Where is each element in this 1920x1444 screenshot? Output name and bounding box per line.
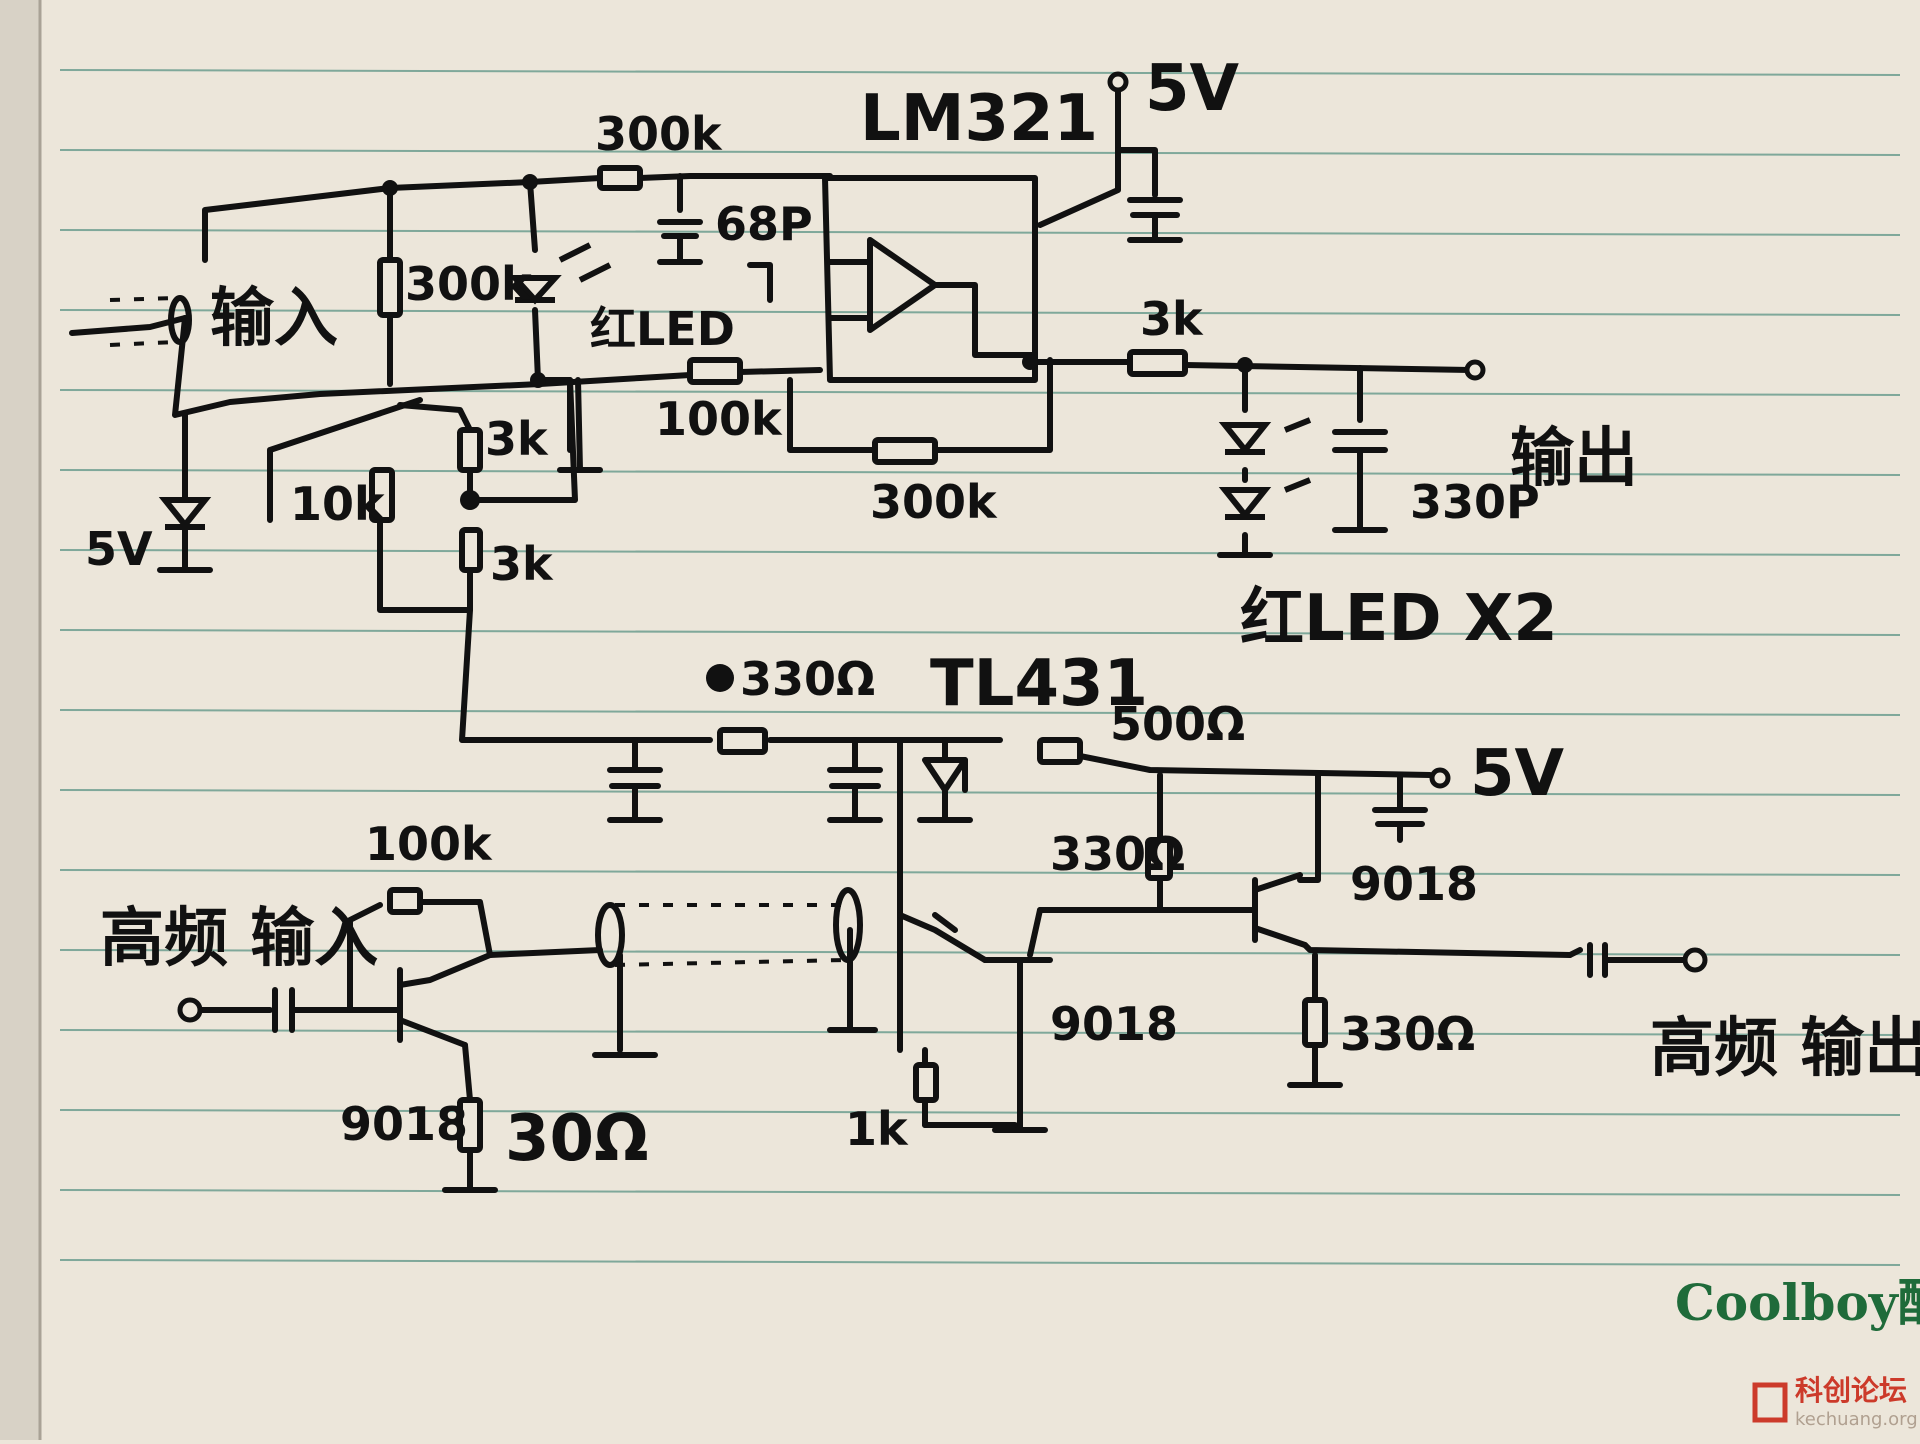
label-3k-a: 3k (485, 412, 549, 466)
label-300k-top: 300k (595, 107, 723, 161)
label-330-a: 330Ω (740, 652, 875, 706)
coax-ends (168, 295, 863, 968)
label-330-c: 330Ω (1340, 1007, 1475, 1061)
coax-shield (109, 296, 846, 967)
label-100k-hf: 100k (365, 817, 493, 871)
label-330-b: 330Ω (1050, 827, 1185, 881)
label-9018-mid: 9018 (1050, 997, 1178, 1051)
wiring (69, 85, 1693, 1193)
label-3k-b: 3k (490, 537, 554, 591)
label-zener-5v: 5V (85, 522, 153, 576)
label-100k: 100k (655, 392, 783, 446)
label-1k: 1k (845, 1102, 909, 1156)
label-10k: 10k (290, 477, 386, 531)
watermark-url: kechuang.org (1795, 1409, 1918, 1430)
label-input: 输入 (210, 282, 338, 356)
junctions (382, 174, 1253, 692)
label-300k-left: 300k (405, 257, 533, 311)
label-hf-input: 高频 输入 (100, 902, 378, 976)
forum-watermark: 科创论坛 kechuang.org (1752, 1374, 1918, 1430)
forum-logo-icon (1752, 1382, 1788, 1423)
label-red-led-x2: 红LED X2 (1240, 582, 1558, 656)
label-vcc-bottom: 5V (1470, 737, 1565, 811)
label-500: 500Ω (1110, 697, 1245, 751)
label-opamp: LM321 (860, 82, 1098, 156)
label-68p: 68P (715, 197, 813, 251)
label-tl431: TL431 (930, 647, 1148, 721)
label-3k-out: 3k (1140, 292, 1204, 346)
label-output: 输出 (1510, 422, 1638, 496)
notebook-lines (59, 69, 1901, 1266)
label-30: 30Ω (505, 1102, 648, 1176)
label-red-led: 红LED (590, 302, 735, 356)
watermark-title: 科创论坛 (1795, 1374, 1907, 1407)
diodes (158, 242, 1312, 530)
resistors (369, 165, 1328, 1153)
label-330p: 330P (1410, 475, 1540, 529)
label-9018-left: 9018 (340, 1097, 468, 1151)
label-hf-output: 高频 输出 (1650, 1012, 1920, 1086)
notebook-brand: Coolboy酷宝 (1675, 1273, 1920, 1332)
label-9018-right: 9018 (1350, 857, 1478, 911)
terminals (177, 71, 1708, 1023)
label-vcc-top: 5V (1145, 52, 1240, 126)
notebook-spine (0, 0, 40, 1440)
label-300k-fb: 300k (870, 475, 998, 529)
